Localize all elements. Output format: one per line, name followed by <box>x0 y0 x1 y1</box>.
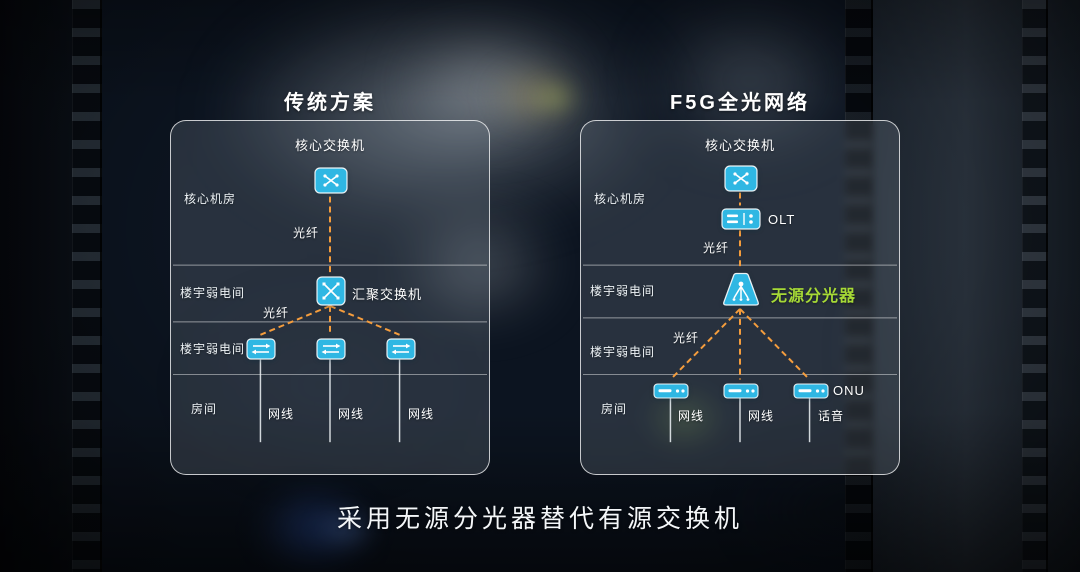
onu-icon-2 <box>723 383 759 399</box>
right-wiring-diagram <box>582 192 898 443</box>
fiber-label: 光纤 <box>672 331 699 345</box>
core-switch-label: 核心交换机 <box>294 138 365 153</box>
core-switch-label: 核心交换机 <box>704 138 775 153</box>
room-label-core-room: 核心机房 <box>184 192 237 206</box>
cable-label: 网线 <box>748 409 775 423</box>
fiber-label: 光纤 <box>702 241 729 255</box>
core-switch-icon <box>314 167 348 194</box>
passive-splitter-label: 无源分光器 <box>771 288 857 305</box>
right-panel-title: F5G全光网络 <box>670 92 810 114</box>
room-label-building-2: 楼宇弱电间 <box>180 342 246 356</box>
onu-label: ONU <box>833 383 865 398</box>
fiber-label: 光纤 <box>292 226 319 240</box>
floor-switch-icon-1 <box>246 338 276 360</box>
olt-icon <box>721 208 761 230</box>
onu-icon-1 <box>653 383 689 399</box>
fiber-label: 光纤 <box>262 306 289 320</box>
cable-label: 网线 <box>678 409 705 423</box>
cable-label: 网线 <box>408 407 435 421</box>
voice-cable-label: 话音 <box>818 409 845 423</box>
traditional-solution-panel: 核心机房 楼宇弱电间 楼宇弱电间 房间 核心交换机 光纤 汇聚交换机 光纤 网线… <box>170 120 490 475</box>
aggregation-switch-label: 汇聚交换机 <box>352 287 423 302</box>
left-wiring-diagram <box>172 196 488 443</box>
floor-switch-icon-2 <box>316 338 346 360</box>
onu-icon-3 <box>793 383 829 399</box>
olt-label: OLT <box>768 212 796 227</box>
caption: 采用无源分光器替代有源交换机 <box>336 505 743 533</box>
room-label-building-2: 楼宇弱电间 <box>590 345 656 359</box>
cable-label: 网线 <box>338 407 365 421</box>
room-label-core-room: 核心机房 <box>594 192 647 206</box>
cable-label: 网线 <box>268 407 295 421</box>
room-label-building-1: 楼宇弱电间 <box>180 286 246 300</box>
passive-splitter-icon <box>718 271 764 309</box>
f5g-solution-panel: 核心机房 楼宇弱电间 楼宇弱电间 房间 核心交换机 OLT 光纤 无源分光器 光… <box>580 120 900 475</box>
left-panel-title: 传统方案 <box>284 92 376 114</box>
aggregation-switch-icon <box>316 276 346 306</box>
room-label-room: 房间 <box>191 402 218 416</box>
core-switch-icon <box>724 165 758 192</box>
room-label-building-1: 楼宇弱电间 <box>590 284 656 298</box>
floor-switch-icon-3 <box>386 338 416 360</box>
room-label-room: 房间 <box>601 402 628 416</box>
